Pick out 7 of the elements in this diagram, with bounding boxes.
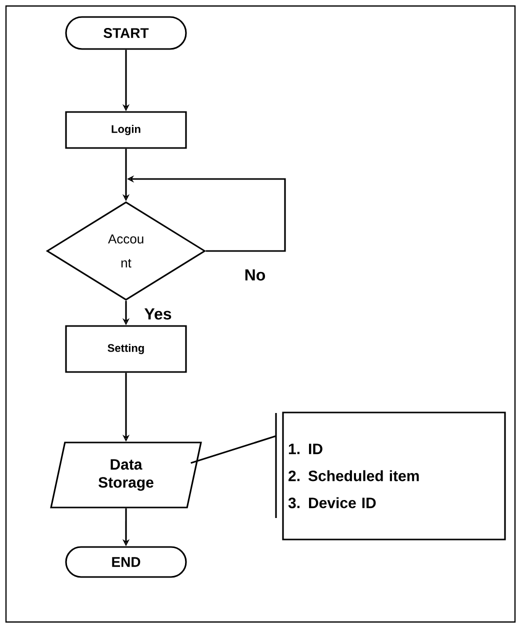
edge-label: Yes — [143, 307, 173, 321]
process-box: Setting — [65, 325, 187, 373]
leader-line — [190, 412, 277, 519]
data-parallelogram: Data Storage — [50, 442, 202, 508]
annotation-box: 1. ID 2. Scheduled item 3. Device ID — [282, 412, 506, 540]
edge-label: No — [243, 268, 267, 282]
process-box: Login — [65, 111, 187, 149]
